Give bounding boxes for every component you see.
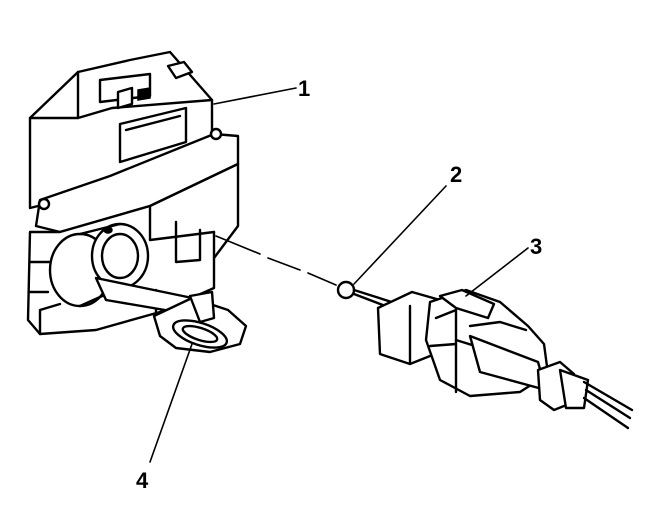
alignment-line (215, 235, 337, 286)
callout-1-label: 1 (298, 76, 310, 101)
leader-4 (149, 343, 193, 463)
sensor-tip (336, 280, 356, 300)
callout-4-label: 4 (136, 468, 149, 493)
callout-leaders (149, 87, 529, 463)
module-body (26, 50, 248, 354)
leader-3 (465, 247, 529, 297)
leader-1 (213, 87, 297, 105)
callout-3-label: 3 (530, 234, 542, 259)
leader-2 (353, 185, 447, 285)
callout-2-label: 2 (450, 162, 462, 187)
sensor-connector (215, 235, 634, 430)
